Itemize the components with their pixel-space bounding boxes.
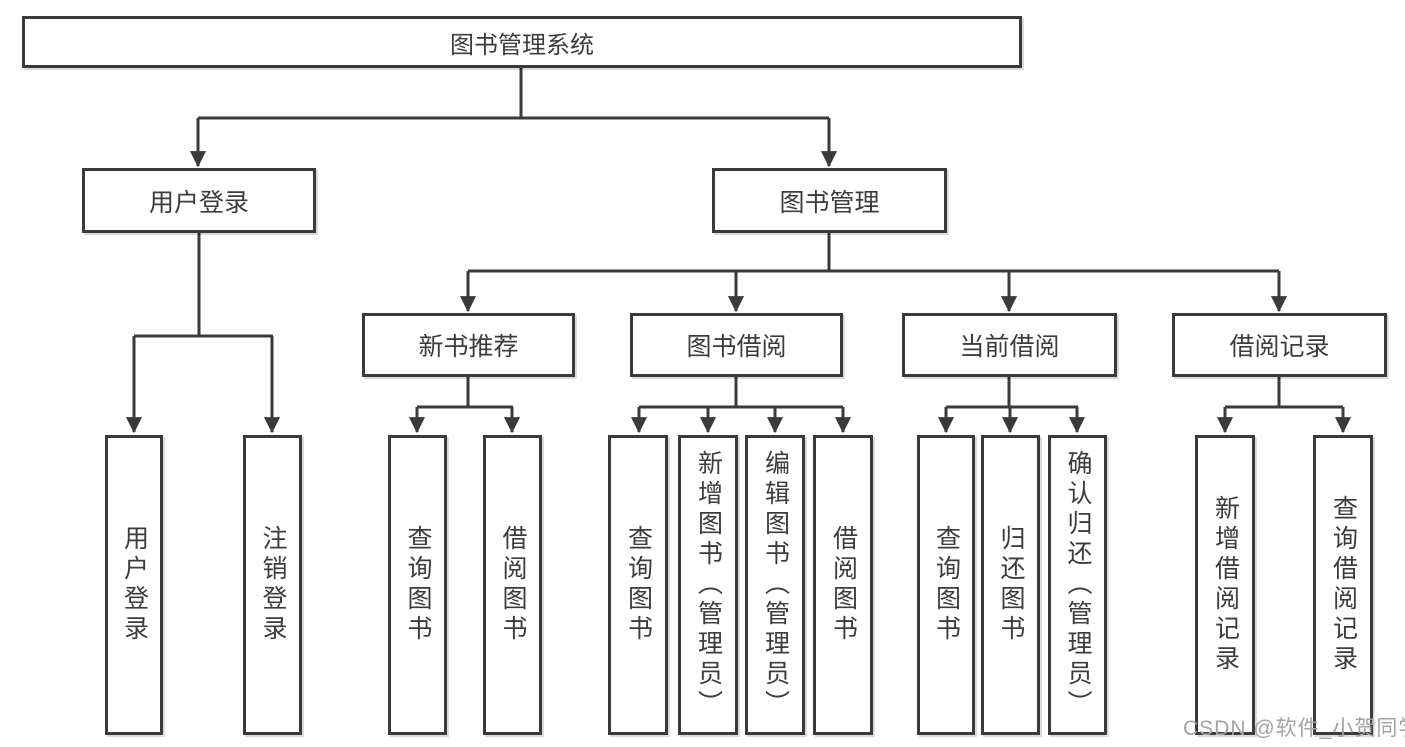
node-label: 新增借阅记录 xyxy=(1211,495,1240,675)
node-label: 图书管理系统 xyxy=(450,31,594,59)
leaf-user-login: 用户登录 xyxy=(105,435,163,735)
leaf-query-books-new: 查询图书 xyxy=(388,435,447,735)
node-label: 新书推荐 xyxy=(418,333,519,361)
node-label: 归还图书 xyxy=(997,525,1025,645)
node-user-login: 用户登录 xyxy=(82,168,316,233)
node-label: 查询借阅记录 xyxy=(1329,495,1358,675)
node-label: 借阅图书 xyxy=(499,525,527,645)
connector-trunks xyxy=(134,68,1343,409)
node-label: 借阅记录 xyxy=(1229,333,1330,361)
node-library-management-system: 图书管理系统 xyxy=(22,16,1022,68)
leaf-query-books-current: 查询图书 xyxy=(917,435,975,735)
node-label: 新增图书（管理员） xyxy=(694,450,723,720)
node-new-book-recommendation: 新书推荐 xyxy=(362,313,575,377)
node-current-borrowing: 当前借阅 xyxy=(902,313,1117,377)
leaf-add-borrow-record: 新增借阅记录 xyxy=(1195,435,1255,735)
node-label: 借阅图书 xyxy=(829,525,858,645)
node-label: 查询图书 xyxy=(624,525,653,645)
node-label: 注销登录 xyxy=(259,525,287,645)
node-label: 用户登录 xyxy=(120,525,149,645)
leaf-logout-login: 注销登录 xyxy=(243,435,302,735)
node-label: 图书借阅 xyxy=(686,333,787,361)
leaf-confirm-return-admin: 确认归还（管理员） xyxy=(1048,435,1107,735)
leaf-query-borrow-record: 查询借阅记录 xyxy=(1313,435,1373,735)
node-label: 图书管理 xyxy=(779,188,880,217)
leaf-edit-book-admin: 编辑图书（管理员） xyxy=(745,435,805,735)
node-label: 确认归还（管理员） xyxy=(1064,450,1092,720)
node-label: 编辑图书（管理员） xyxy=(761,450,790,720)
leaf-return-books: 归还图书 xyxy=(981,435,1040,735)
node-label: 查询图书 xyxy=(404,525,432,645)
leaf-query-books-borrowing: 查询图书 xyxy=(608,435,668,735)
node-label: 当前借阅 xyxy=(959,333,1060,361)
leaf-add-book-admin: 新增图书（管理员） xyxy=(678,435,738,735)
node-label: 用户登录 xyxy=(148,188,249,217)
node-book-management: 图书管理 xyxy=(712,168,947,233)
node-borrowing-records: 借阅记录 xyxy=(1172,313,1387,377)
leaf-borrow-books-borrowing: 借阅图书 xyxy=(813,435,873,735)
leaf-borrow-books-new: 借阅图书 xyxy=(483,435,542,735)
node-book-borrowing: 图书借阅 xyxy=(630,313,843,377)
csdn-watermark: CSDN @软件_小贺同学 xyxy=(1183,717,1405,740)
node-label: 查询图书 xyxy=(932,525,961,645)
